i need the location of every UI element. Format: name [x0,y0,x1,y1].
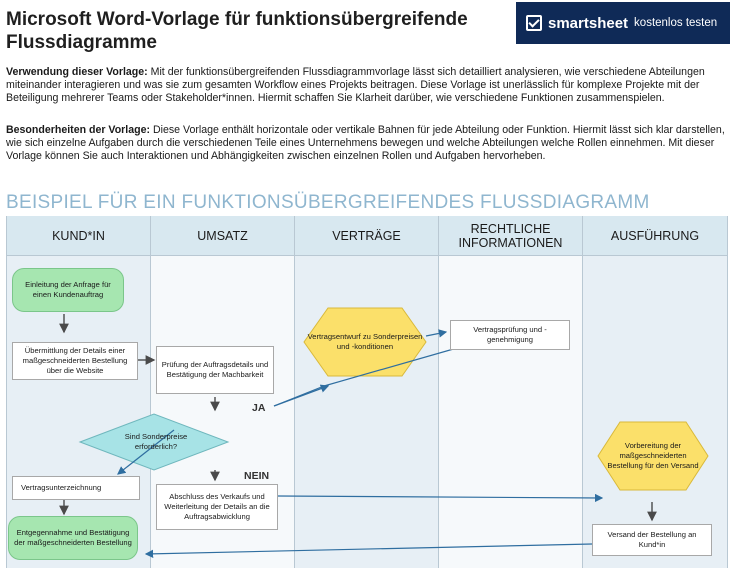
banner-brand: smartsheet [548,14,629,32]
node-review: Prüfung der Auftragsdetails und Bestätig… [156,346,274,394]
node-ship: Versand der Bestellung an Kund*in [592,524,712,556]
node-legal: Vertragsprüfung und -genehmigung [450,320,570,350]
swimlane-diagram: KUND*IN UMSATZ VERTRÄGE RECHTLICHE INFOR… [6,216,728,568]
usage-paragraph: Verwendung dieser Vorlage: Mit der funkt… [6,66,728,105]
node-start: Einleitung der Anfrage für einen Kundena… [12,268,124,312]
node-sign: Vertragsunterzeichnung [12,476,140,500]
node-close: Abschluss des Verkaufs und Weiterleitung… [156,484,278,530]
features-label: Besonderheiten der Vorlage: [6,124,151,136]
features-paragraph: Besonderheiten der Vorlage: Diese Vorlag… [6,124,728,163]
lane-header-ausfuehrung: AUSFÜHRUNG [582,216,728,256]
node-receive: Entgegennahme und Bestätigung der maßges… [8,516,138,560]
lane-recht [438,216,582,568]
lane-header-recht: RECHTLICHE INFORMATIONEN [438,216,582,256]
page-title: Microsoft Word-Vorlage für funktionsüber… [6,9,468,53]
section-title: BEISPIEL FÜR EIN FUNKTIONSÜBERGREIFENDES… [6,192,650,213]
usage-label: Verwendung dieser Vorlage: [6,66,148,78]
node-prep: Vorbereitung der maßgeschneiderten Beste… [607,441,699,470]
label-no: NEIN [244,470,270,482]
lane-header-umsatz: UMSATZ [150,216,294,256]
node-decision: Sind Sonderpreise erforderlich? [124,432,188,451]
lane-ausfuehrung [582,216,728,568]
smartsheet-banner[interactable]: smartsheet kostenlos testen [516,2,730,44]
flow-connectors [59,307,709,559]
hexagon-prep [597,421,709,491]
usage-text: Mit der funktionsübergreifenden Flussdia… [6,66,705,104]
node-draft: Vertragsentwurf zu Sonderpreisen und -ko… [307,332,423,351]
smartsheet-logo-icon [526,15,542,31]
node-submit: Übermittlung der Details einer maßgeschn… [12,342,138,380]
decision-diamond [78,413,230,471]
lane-header-vertraege: VERTRÄGE [294,216,438,256]
hexagon-draft [303,307,427,377]
features-text: Diese Vorlage enthält horizontale oder v… [6,124,725,162]
lane-vertraege [294,216,438,568]
lane-header-kunde: KUND*IN [6,216,150,256]
label-yes: JA [252,402,266,414]
banner-cta: kostenlos testen [634,17,718,29]
